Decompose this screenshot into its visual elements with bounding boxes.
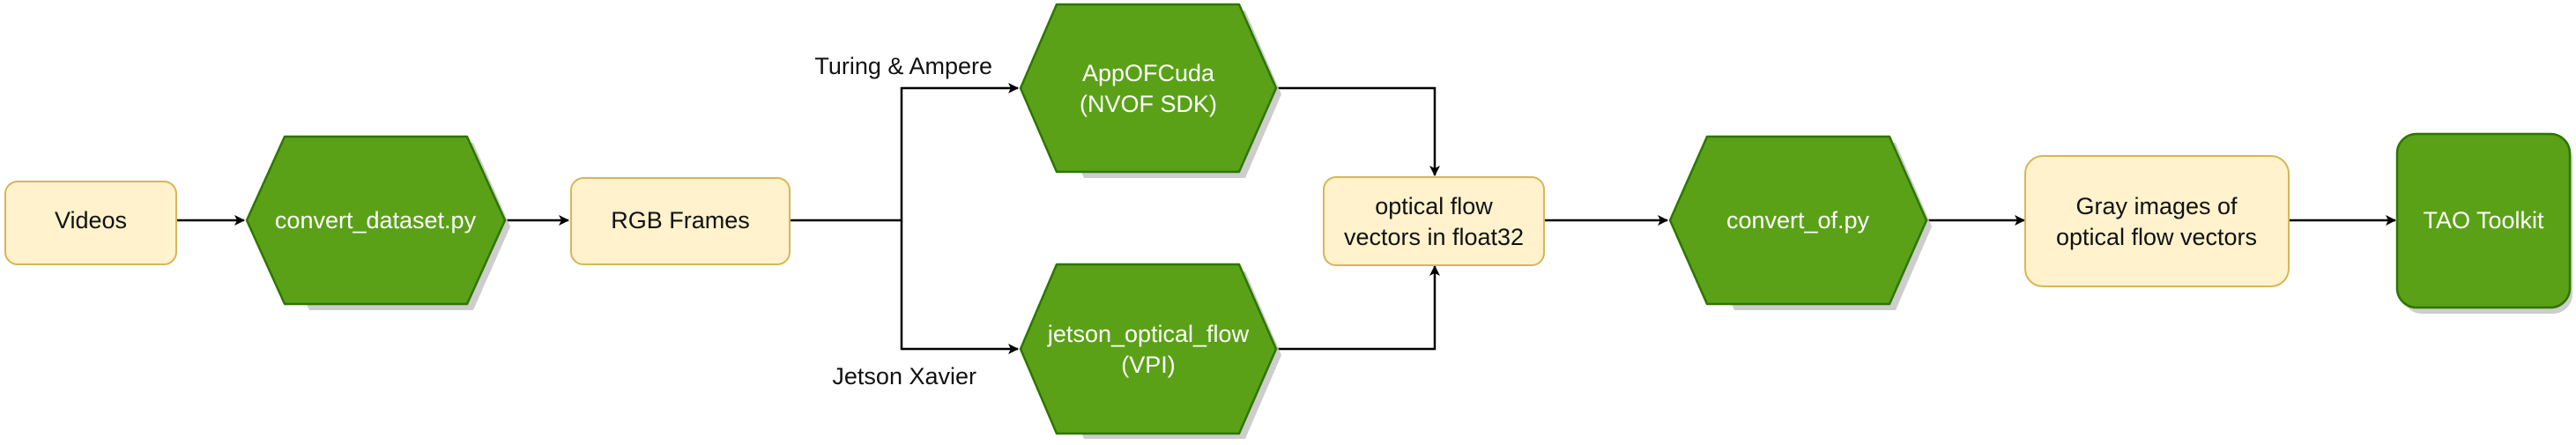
node-convert-dataset-label: convert_dataset.py — [275, 207, 477, 234]
node-rgb-frames-label: RGB Frames — [611, 207, 750, 234]
node-appofcuda: AppOFCuda (NVOF SDK) — [1019, 3, 1281, 178]
edge-label-turing-ampere: Turing & Ampere — [814, 53, 992, 79]
node-rgb-frames: RGB Frames — [570, 177, 791, 265]
node-jetson-flow: jetson_optical_flow (VPI) — [1019, 263, 1281, 439]
node-videos-label: Videos — [55, 207, 127, 234]
node-appofcuda-line2: (NVOF SDK) — [1080, 91, 1217, 117]
node-tao-toolkit: TAO Toolkit — [2395, 132, 2572, 314]
node-videos: Videos — [4, 181, 177, 265]
node-gray-images-line2: optical flow vectors — [2056, 224, 2257, 250]
edges — [176, 83, 2396, 354]
node-appofcuda-line1: AppOFCuda — [1082, 60, 1215, 86]
node-optical-flow-line1: optical flow — [1375, 193, 1493, 219]
node-jetson-flow-line2: (VPI) — [1121, 352, 1176, 378]
node-optical-flow: optical flow vectors in float32 — [1323, 176, 1545, 266]
edge-label-jetson-xavier: Jetson Xavier — [832, 363, 976, 389]
node-jetson-flow-line1: jetson_optical_flow — [1047, 321, 1250, 347]
node-convert-of-label: convert_of.py — [1726, 207, 1870, 234]
edge-rgb-frames-to-jetson-flow — [900, 220, 1019, 354]
edge-rgb-frames-to-appofcuda — [790, 83, 1019, 222]
node-gray-images: Gray images of optical flow vectors — [2024, 155, 2290, 287]
node-convert-dataset: convert_dataset.py — [245, 135, 510, 310]
node-convert-of: convert_of.py — [1668, 135, 1932, 310]
node-tao-toolkit-label: TAO Toolkit — [2423, 207, 2544, 234]
edge-jetson-flow-to-optical-flow — [1276, 265, 1440, 351]
node-gray-images-line1: Gray images of — [2075, 193, 2238, 219]
node-optical-flow-line2: vectors in float32 — [1344, 224, 1524, 250]
edge-appofcuda-to-optical-flow — [1276, 86, 1440, 176]
